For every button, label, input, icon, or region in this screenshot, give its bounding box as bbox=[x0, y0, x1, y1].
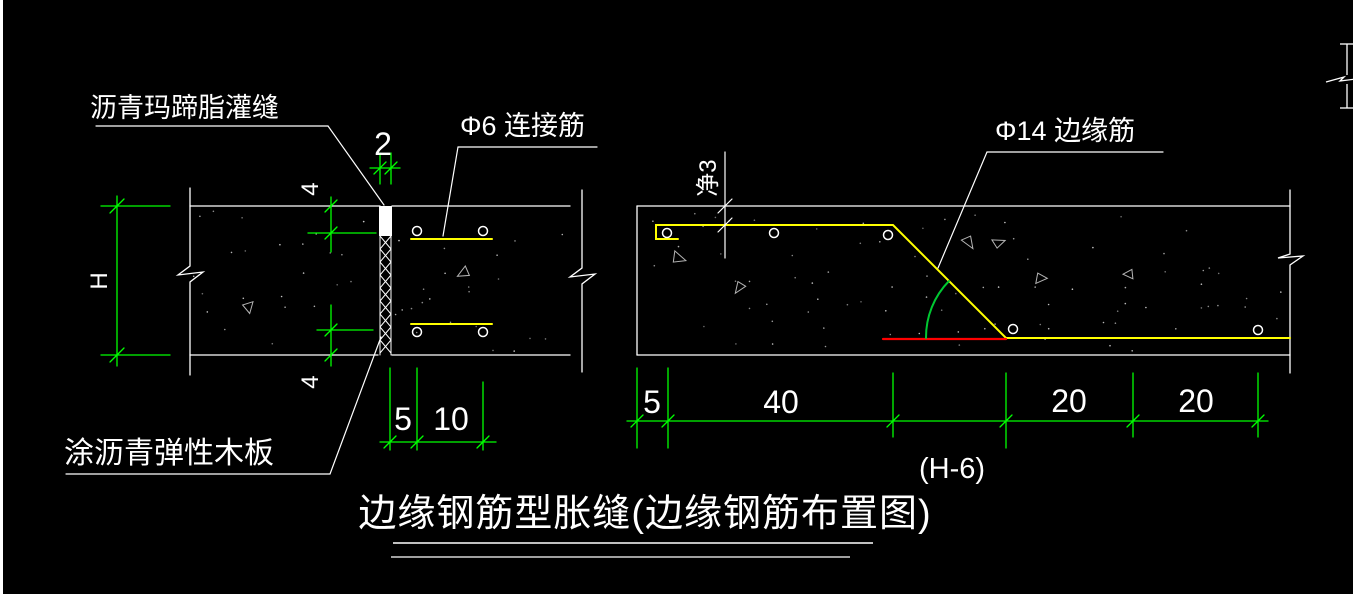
concrete-texture bbox=[192, 210, 1282, 352]
detail-ref-label: (H-6) bbox=[919, 453, 985, 485]
dim-plan-bottom bbox=[626, 367, 1269, 449]
leader-connector-bar bbox=[442, 146, 598, 237]
sealant-plug bbox=[379, 206, 392, 236]
label-connector-bar: Φ6 连接筋 bbox=[460, 111, 585, 141]
dim-label-plan-40: 40 bbox=[763, 384, 799, 420]
edge-bar-circle bbox=[411, 326, 423, 338]
dim-label-5: 5 bbox=[394, 401, 412, 437]
dim-label-top-cover: 4 bbox=[297, 182, 324, 195]
connector-bars bbox=[410, 225, 493, 338]
edge-bar-circle bbox=[411, 225, 423, 237]
dim-bottom-cover bbox=[316, 304, 374, 367]
dim-edge-cover bbox=[717, 151, 733, 259]
edge-bar-circle bbox=[477, 326, 489, 338]
wood-board-hatch bbox=[379, 235, 392, 356]
dim-section-bottom bbox=[379, 367, 497, 451]
edge-bar-circle bbox=[477, 225, 489, 237]
label-wood-board: 涂沥青弹性木板 bbox=[64, 437, 274, 470]
dim-label-plan-20b: 20 bbox=[1178, 383, 1214, 419]
plan-view: 净3 Φ14 边缘筋 5 40 20 20 (H-6) bbox=[626, 116, 1306, 485]
drawing-title: 边缘钢筋型胀缝(边缘钢筋布置图) bbox=[358, 493, 931, 535]
label-edge-bar: Φ14 边缘筋 bbox=[995, 116, 1135, 146]
dim-top-cover bbox=[307, 196, 377, 253]
leader-wood-board bbox=[65, 336, 382, 475]
leader-sealant bbox=[95, 125, 385, 206]
label-sealant: 沥青玛蹄脂灌缝 bbox=[90, 93, 279, 123]
leader-edge-bar bbox=[937, 151, 1164, 269]
dim-label-10: 10 bbox=[433, 401, 469, 437]
dim-label-edge-cover: 净3 bbox=[695, 159, 722, 196]
adjacent-drawing-fragment bbox=[1325, 43, 1353, 109]
dim-joint-width bbox=[369, 152, 401, 185]
dim-label-H: H bbox=[86, 272, 113, 289]
dim-label-joint-width: 2 bbox=[374, 126, 392, 162]
dim-label-plan-20a: 20 bbox=[1051, 383, 1087, 419]
edge-bar-bent bbox=[655, 224, 1291, 339]
slab-right-break-edge bbox=[567, 189, 598, 373]
section-view: H 4 4 2 bbox=[64, 93, 598, 475]
dim-label-bottom-cover: 4 bbox=[297, 375, 324, 388]
plan-right-break-edge bbox=[1277, 189, 1306, 374]
dim-label-plan-5: 5 bbox=[643, 384, 661, 420]
title-block: 边缘钢筋型胀缝(边缘钢筋布置图) bbox=[358, 493, 931, 558]
connector-circles bbox=[661, 227, 1264, 336]
bend-angle-arc bbox=[924, 280, 950, 339]
dim-H bbox=[100, 195, 171, 367]
slab-left-break-edge bbox=[175, 187, 206, 376]
viewport-left-edge bbox=[0, 0, 3, 594]
